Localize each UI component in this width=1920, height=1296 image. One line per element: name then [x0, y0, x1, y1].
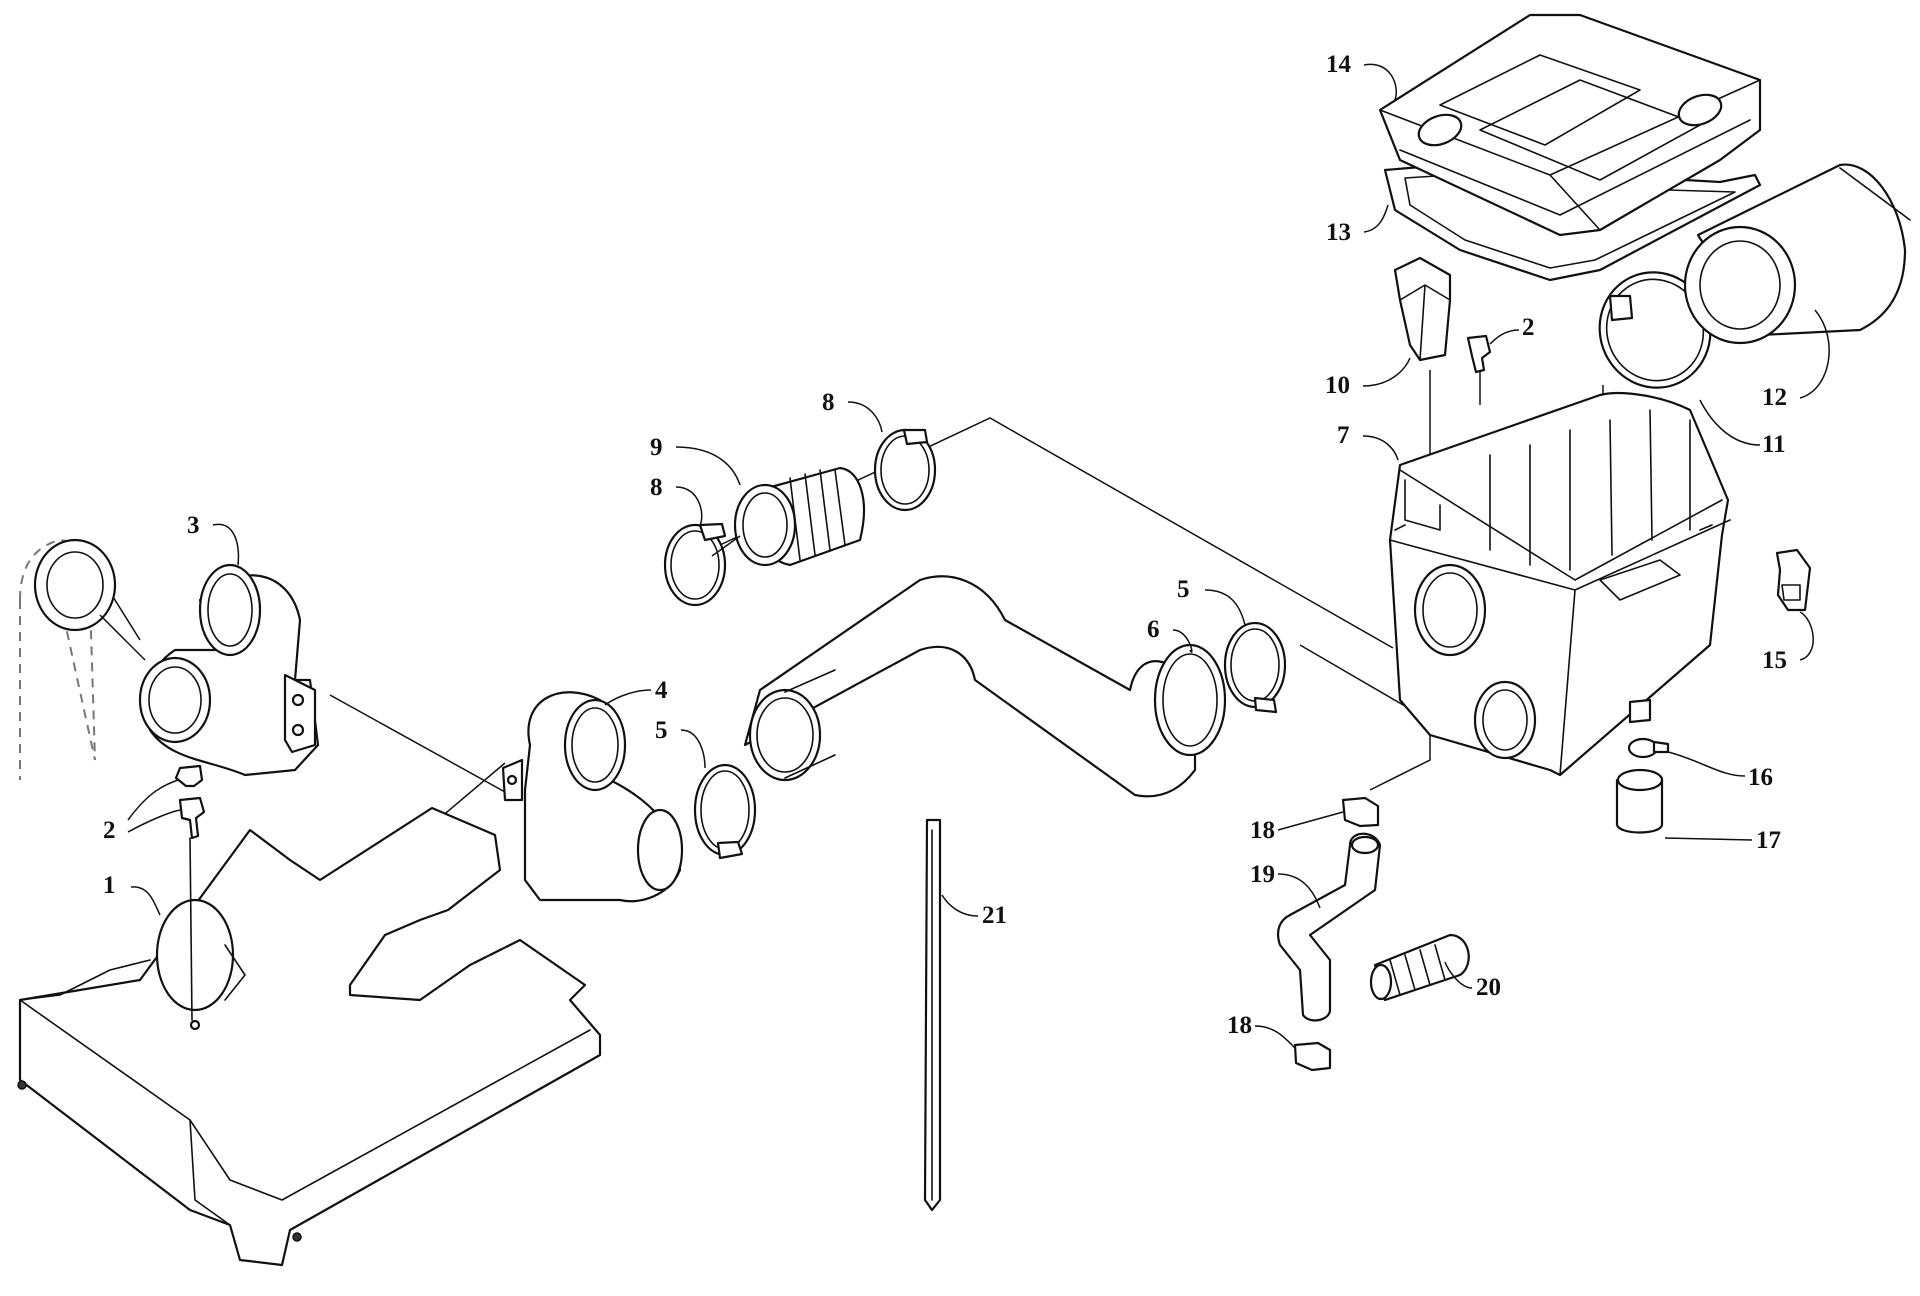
part-7-airbox	[1388, 392, 1731, 777]
callout-7: 7	[1337, 422, 1350, 449]
callout-1: 1	[103, 872, 116, 899]
part-8-clamp-a	[663, 522, 727, 607]
part-17-drain-plug	[1615, 768, 1664, 834]
part-5-clamp-b	[1223, 621, 1287, 714]
part-12-air-filter	[1683, 163, 1911, 345]
callout-13: 13	[1326, 219, 1351, 246]
part-19-drain-hose	[1276, 832, 1382, 1022]
part-1-skid-plate	[17, 806, 602, 1267]
callout-4: 4	[655, 677, 668, 704]
callout-16: 16	[1748, 764, 1773, 791]
callout-12: 12	[1762, 384, 1787, 411]
part-18-hose-clamp-a	[1341, 796, 1380, 828]
callout-3: 3	[187, 512, 200, 539]
callout-17: 17	[1756, 827, 1781, 854]
callout-9: 9	[650, 434, 663, 461]
callout-20: 20	[1476, 974, 1501, 1001]
part-15-latch	[1775, 548, 1812, 612]
part-20-foam-sleeve	[1369, 933, 1470, 1002]
callout-10: 10	[1325, 372, 1350, 399]
part-16-clip	[1627, 737, 1670, 759]
part-2-rivet-c	[1466, 334, 1492, 374]
part-21-strap	[923, 818, 942, 1212]
part-8-clamp-b	[873, 428, 937, 512]
callout-18-upper: 18	[1250, 817, 1275, 844]
callout-18-lower: 18	[1227, 1012, 1252, 1039]
callout-5-right: 5	[1177, 576, 1190, 603]
part-9-bellows-coupler	[711, 466, 865, 567]
part-6-long-duct	[743, 575, 1227, 798]
callout-8-upper: 8	[822, 389, 835, 416]
part-18-hose-clamp-b	[1293, 1041, 1332, 1072]
callout-labels: 1 2 2 3 4 5 5 6 7 8 8 9 10 11 12 13	[103, 51, 1830, 1049]
callout-6: 6	[1147, 616, 1160, 643]
part-5-clamp-a	[693, 763, 757, 860]
callout-14: 14	[1326, 51, 1352, 78]
callout-2-right: 2	[1522, 314, 1535, 341]
callout-8-lower: 8	[650, 474, 663, 501]
part-4-lower-elbow	[501, 691, 684, 903]
callout-2-left: 2	[103, 817, 116, 844]
part-2-rivet-b	[174, 764, 204, 788]
part-14-lid	[1378, 13, 1762, 237]
callout-15: 15	[1762, 647, 1787, 674]
callout-21: 21	[982, 902, 1007, 929]
callout-5-left: 5	[655, 717, 668, 744]
part-10-foam-block	[1393, 256, 1452, 362]
part-3-elbow-duct	[19, 538, 320, 780]
callout-11: 11	[1762, 431, 1786, 458]
part-2-rivet-a	[178, 796, 206, 1021]
callout-19: 19	[1250, 861, 1275, 888]
